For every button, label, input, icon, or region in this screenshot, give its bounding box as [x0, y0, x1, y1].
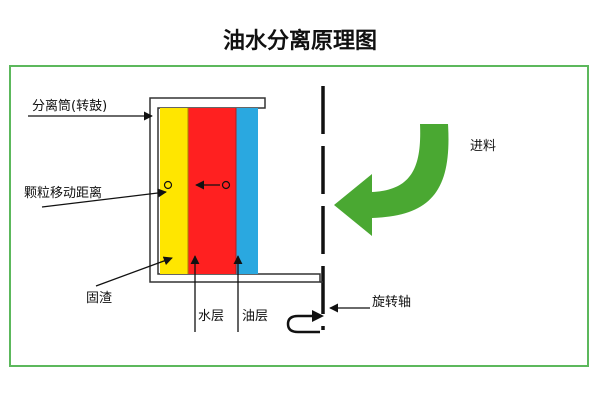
solids-layer — [160, 108, 188, 274]
label-feed: 进料 — [470, 139, 496, 154]
oil-layer — [236, 108, 258, 274]
label-particle-move: 颗粒移动距离 — [24, 185, 102, 201]
label-drum: 分离筒(转鼓) — [32, 98, 107, 114]
label-solids: 固渣 — [86, 291, 112, 306]
diagram-title: 油水分离原理图 — [223, 28, 377, 54]
particle-start — [221, 180, 231, 190]
return-arrow-head-icon — [312, 310, 324, 322]
outer-frame — [9, 65, 589, 367]
solids-pointer — [95, 256, 173, 287]
particle-end — [163, 180, 173, 190]
label-shaft: 旋转轴 — [372, 295, 411, 310]
return-arrow-icon — [286, 314, 320, 334]
water-layer — [188, 108, 236, 274]
label-oil-layer: 油层 — [242, 309, 268, 324]
feed-arrow-icon — [334, 124, 449, 236]
particle-pointer — [41, 188, 167, 208]
label-water-layer: 水层 — [198, 309, 224, 324]
